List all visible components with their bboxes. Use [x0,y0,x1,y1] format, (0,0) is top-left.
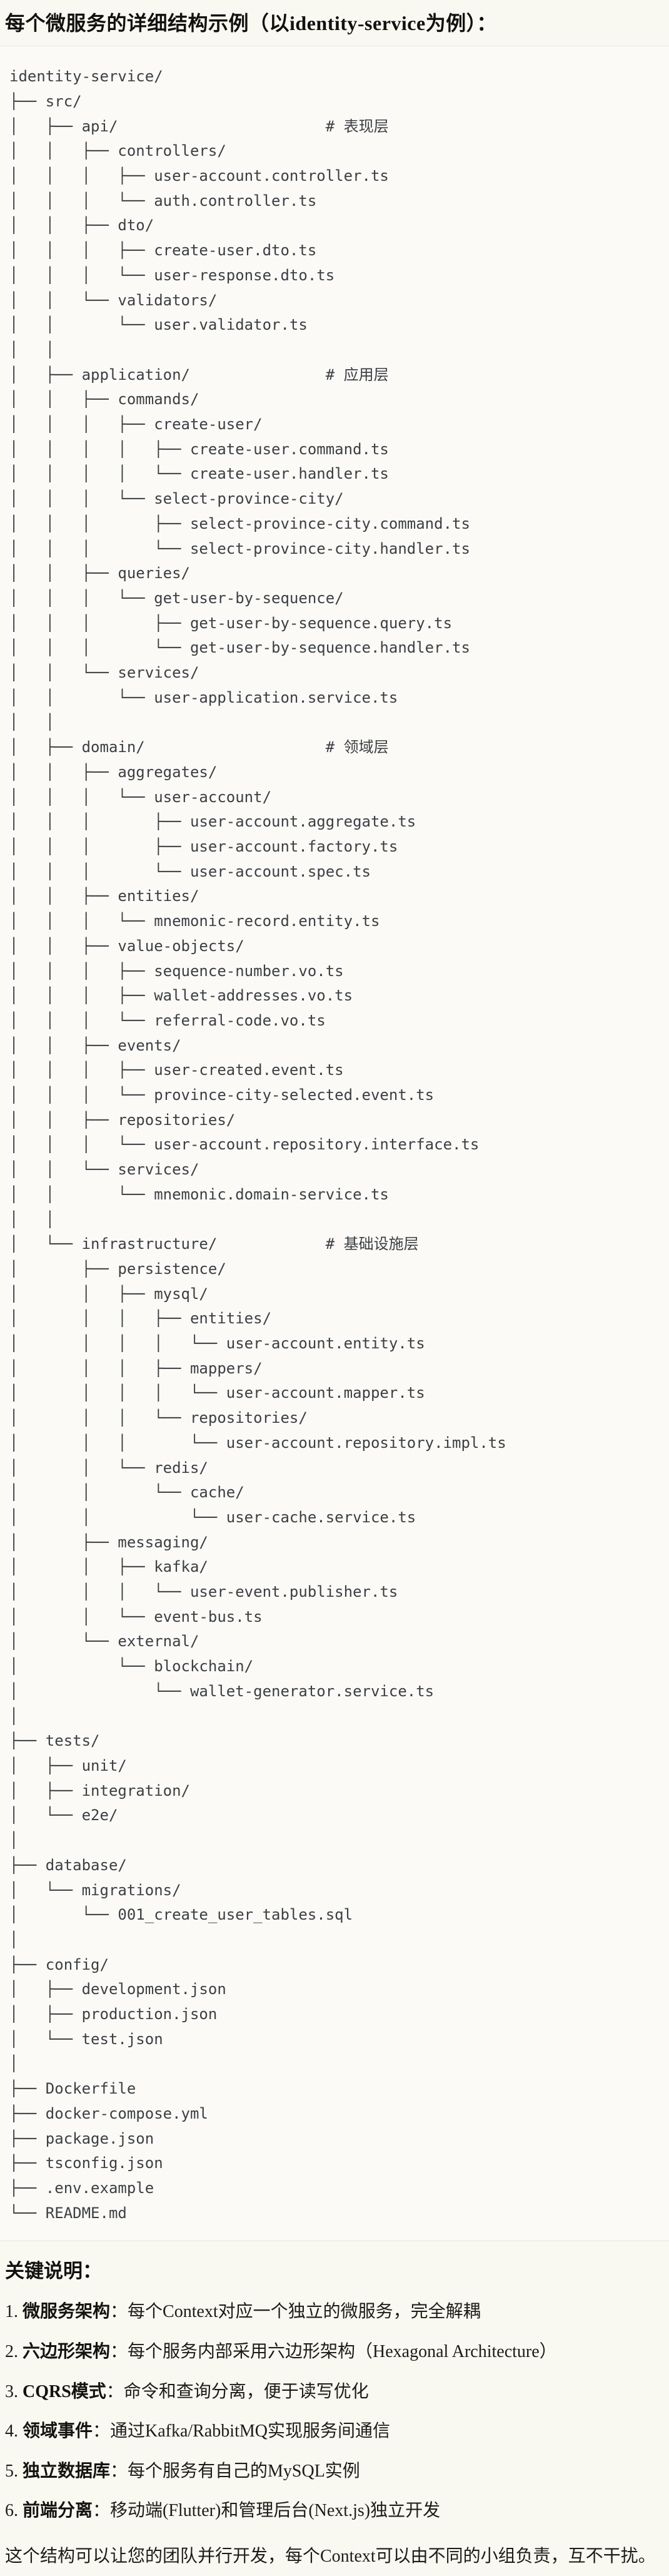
note-label: 微服务架构 [23,2302,111,2322]
note-number: 6. [5,2501,23,2521]
note-item: 5. 独立数据库：每个服务有自己的MySQL实例 [5,2459,659,2485]
note-label: 领域事件 [23,2421,93,2441]
note-item: 6. 前端分离：移动端(Flutter)和管理后台(Next.js)独立开发 [5,2498,659,2524]
note-text: ：通过Kafka/RabbitMQ实现服务间通信 [93,2421,390,2441]
note-label: 前端分离 [23,2501,93,2521]
note-text: ：命令和查询分离，便于读写优化 [106,2381,369,2401]
note-number: 2. [5,2341,23,2361]
note-number: 5. [5,2461,23,2481]
page-title: 每个微服务的详细结构示例（以identity-service为例）： [5,12,497,34]
note-label: 独立数据库 [23,2461,111,2481]
note-text: ：每个服务内部采用六边形架构（Hexagonal Architecture） [110,2341,557,2361]
note-number: 1. [5,2302,23,2322]
note-item: 4. 领域事件：通过Kafka/RabbitMQ实现服务间通信 [5,2419,659,2445]
note-label: CQRS模式 [23,2381,106,2401]
note-label: 六边形架构 [23,2341,111,2361]
note-number: 3. [5,2381,23,2401]
note-text: ：每个Context对应一个独立的微服务，完全解耦 [110,2302,481,2322]
notes-heading: 关键说明： [5,2260,102,2283]
notes-list: 1. 微服务架构：每个Context对应一个独立的微服务，完全解耦 2. 六边形… [5,2299,659,2524]
note-item: 2. 六边形架构：每个服务内部采用六边形架构（Hexagonal Archite… [5,2339,659,2365]
note-number: 4. [5,2421,23,2441]
summary-paragraph: 这个结构可以让您的团队并行开发，每个Context可以由不同的小组负责，互不干扰… [5,2546,656,2566]
directory-tree-code-block: identity-service/ ├── src/ │ ├── api/ # … [0,46,669,2242]
notes-section: 关键说明： 1. 微服务架构：每个Context对应一个独立的微服务，完全解耦 … [0,2241,669,2569]
note-text: ：每个服务有自己的MySQL实例 [110,2461,360,2481]
note-text: ：移动端(Flutter)和管理后台(Next.js)独立开发 [93,2501,441,2521]
note-item: 1. 微服务架构：每个Context对应一个独立的微服务，完全解耦 [5,2299,659,2325]
note-item: 3. CQRS模式：命令和查询分离，便于读写优化 [5,2380,659,2405]
